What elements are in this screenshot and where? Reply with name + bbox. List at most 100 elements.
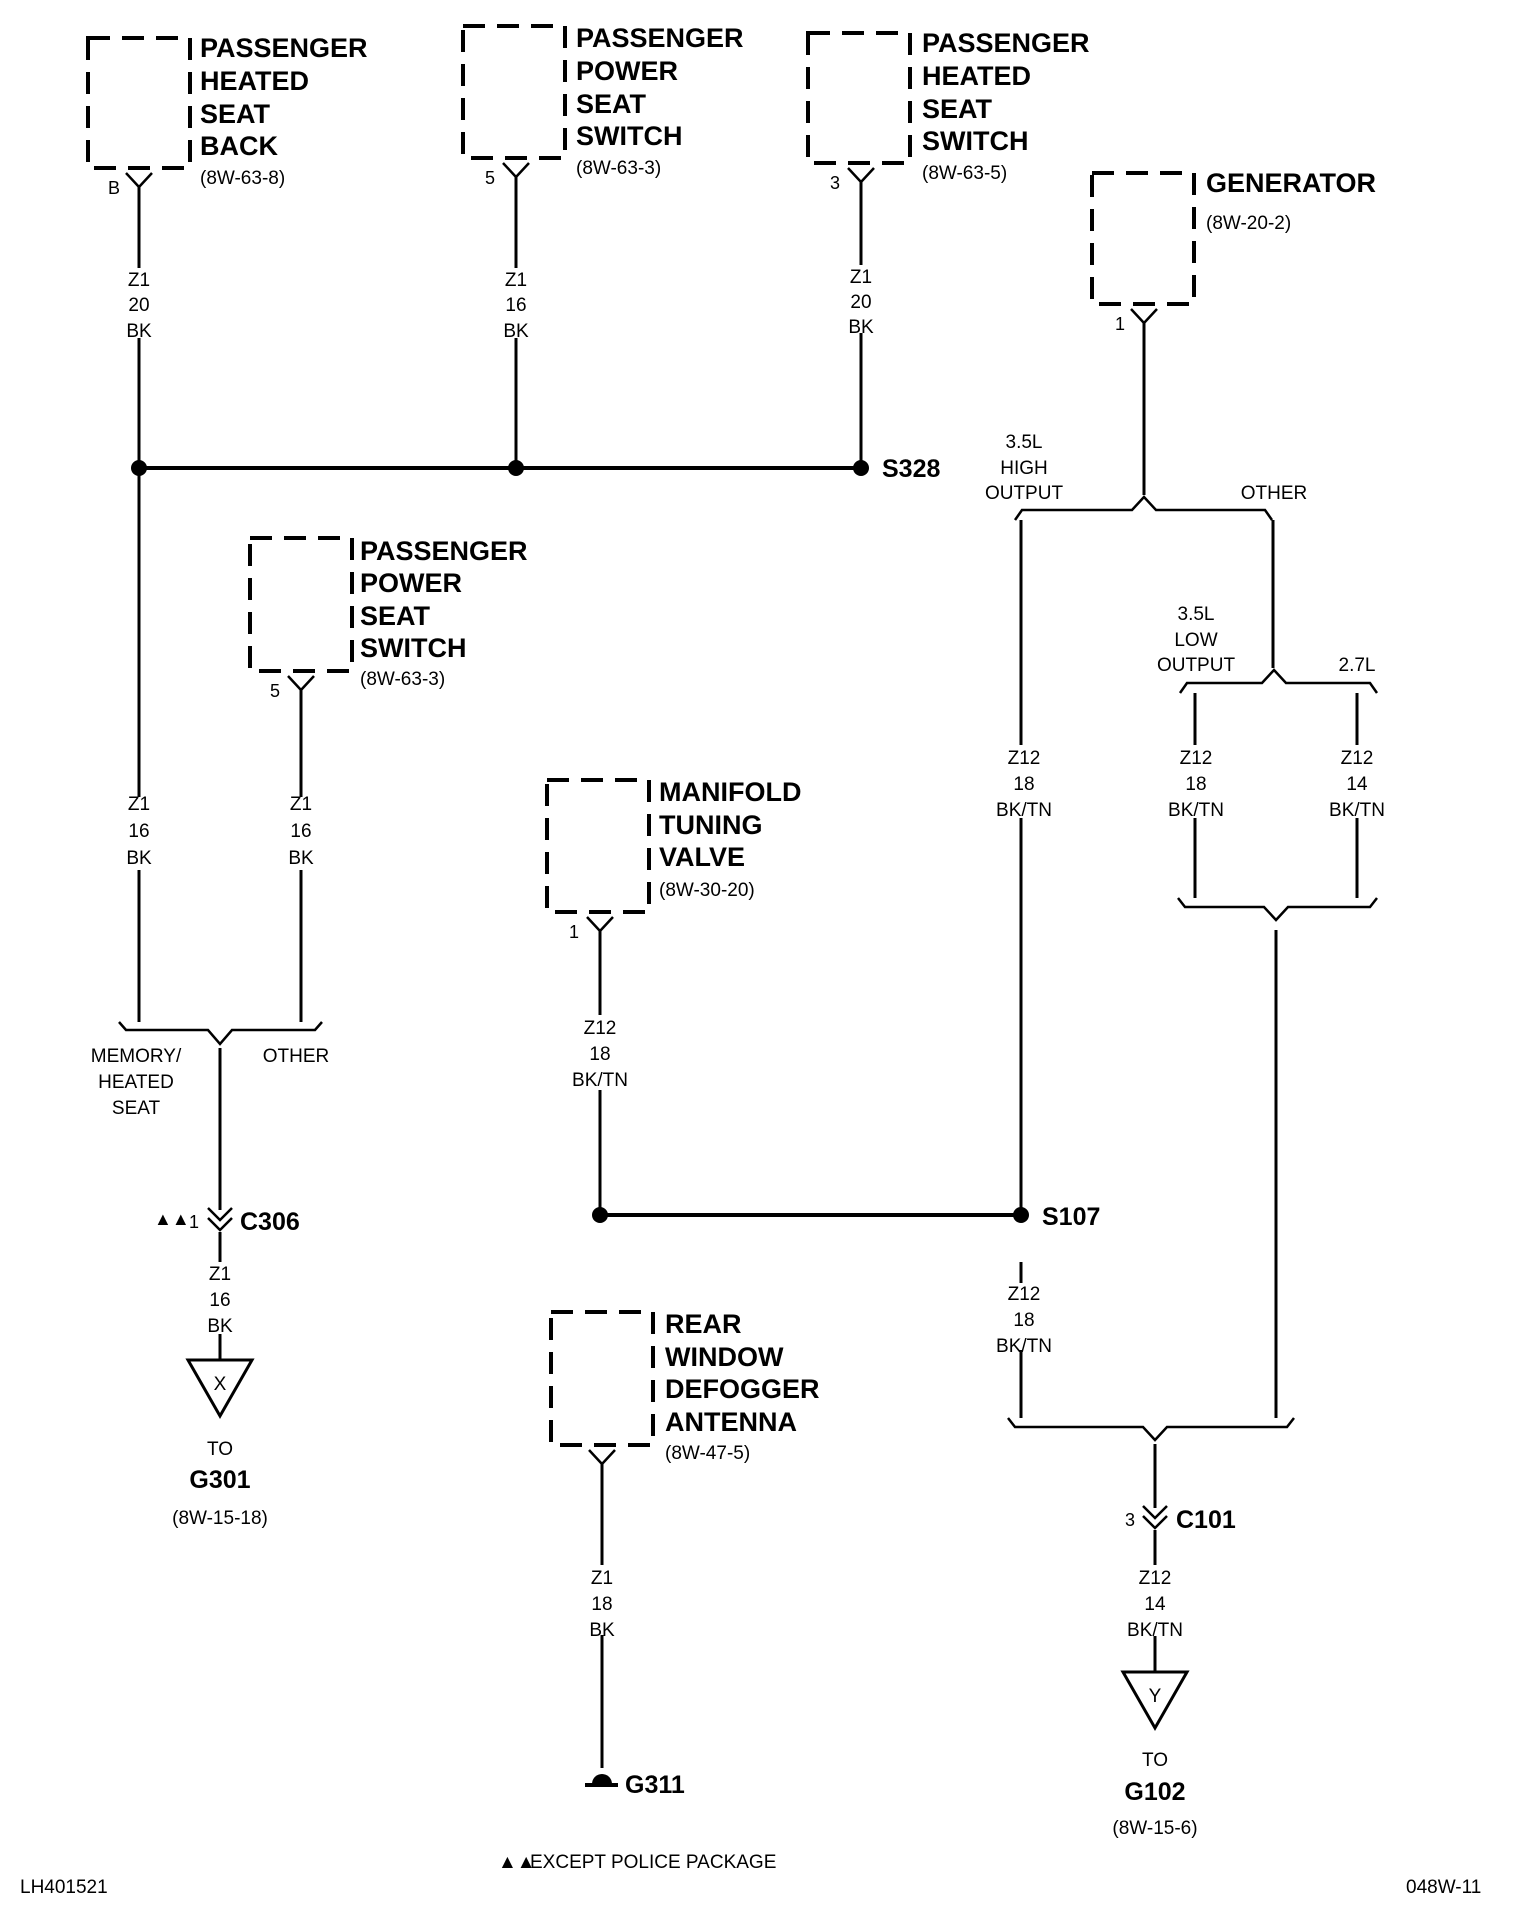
- g102-letter: Y: [1149, 1686, 1162, 1707]
- c101-label: C101: [1176, 1506, 1236, 1534]
- generator-pin: 1: [1115, 314, 1125, 334]
- heated-switch-name-3: SEAT: [922, 94, 993, 124]
- wire-code: BK: [126, 321, 152, 342]
- manifold-name-2: TUNING: [659, 810, 763, 840]
- power-seat-lower-name-1: PASSENGER: [360, 536, 528, 566]
- power-seat-top-pin: 5: [485, 168, 495, 188]
- wire-code: BK/TN: [1168, 800, 1224, 821]
- wire-code: BK/TN: [1127, 1620, 1183, 1641]
- footer-note: EXCEPT POLICE PACKAGE: [530, 1852, 776, 1873]
- manifold-name-1: MANIFOLD: [659, 777, 801, 807]
- wire-code: 18: [591, 1594, 612, 1615]
- wire-code: 20: [128, 295, 149, 316]
- heated-switch-name-1: PASSENGER: [922, 28, 1090, 58]
- power-seat-lower-name-2: POWER: [360, 568, 462, 598]
- heated-switch-name-4: SWITCH: [922, 126, 1028, 156]
- wire-code-labels: Z1 20 BK Z1 16 BK Z1 20 BK Z1 16 BK Z1 1…: [126, 267, 1385, 1641]
- wire-code: BK/TN: [996, 1336, 1052, 1357]
- seat-back-name-3: SEAT: [200, 99, 271, 129]
- c101-pin: 3: [1125, 1510, 1135, 1530]
- power-seat-top-name-4: SWITCH: [576, 121, 682, 151]
- wire-code: Z1: [128, 794, 150, 815]
- wire-code: BK: [503, 321, 529, 342]
- wire-code: 18: [1185, 774, 1206, 795]
- power-seat-switch-top-box: [461, 24, 567, 160]
- splice-dot-icon: [131, 460, 1029, 1223]
- wire-code: 14: [1346, 774, 1368, 795]
- wire-code: 16: [128, 821, 149, 842]
- diagram-code-left: LH401521: [20, 1877, 108, 1898]
- diagram-code-right: 048W-11: [1406, 1877, 1481, 1898]
- c306-note-mark: ▲▲: [154, 1209, 190, 1229]
- wire-code: 18: [1013, 1310, 1034, 1331]
- wire-code: Z1: [290, 794, 312, 815]
- s107-label: S107: [1042, 1203, 1100, 1231]
- other-right-label: OTHER: [1241, 483, 1308, 504]
- g311-label: G311: [625, 1771, 685, 1799]
- wire-code: Z12: [1008, 748, 1041, 769]
- wire-code: Z12: [1008, 1284, 1041, 1305]
- wire-code: Z1: [505, 270, 527, 291]
- wire-code: 16: [209, 1290, 230, 1311]
- defogger-name-3: DEFOGGER: [665, 1374, 820, 1404]
- g301-label: G301: [189, 1466, 250, 1494]
- heated-seat-switch-box: [806, 31, 912, 165]
- seat-back-name-2: HEATED: [200, 66, 309, 96]
- g102-label: G102: [1124, 1778, 1185, 1806]
- high-output-label-1: 3.5L: [1006, 432, 1043, 453]
- high-output-label-3: OUTPUT: [985, 483, 1064, 504]
- power-seat-top-name-3: SEAT: [576, 89, 647, 119]
- wire-code: Z1: [209, 1264, 231, 1285]
- generator-ref: (8W-20-2): [1206, 213, 1291, 234]
- memory-heated-seat-label-3: SEAT: [112, 1098, 161, 1119]
- wire-code: Z12: [1180, 748, 1213, 769]
- power-seat-top-name-1: PASSENGER: [576, 23, 744, 53]
- power-seat-lower-name-4: SWITCH: [360, 633, 466, 663]
- low-output-label-3: OUTPUT: [1157, 655, 1236, 676]
- low-output-label-2: LOW: [1174, 630, 1217, 651]
- g301-letter: X: [214, 1374, 227, 1395]
- c306-pin: 1: [189, 1212, 199, 1232]
- manifold-name-3: VALVE: [659, 842, 745, 872]
- defogger-name-2: WINDOW: [665, 1342, 784, 1372]
- wire-code: BK: [589, 1620, 615, 1641]
- wire-code: Z1: [128, 270, 150, 291]
- seat-back-name-4: BACK: [200, 131, 278, 161]
- wire-code: BK: [288, 848, 314, 869]
- footer-note-mark: ▲▲: [498, 1852, 536, 1873]
- seat-back-name-1: PASSENGER: [200, 33, 368, 63]
- wire-code: 16: [290, 821, 311, 842]
- two-seven-label: 2.7L: [1339, 655, 1376, 676]
- power-seat-lower-pin: 5: [270, 681, 280, 701]
- generator-name: GENERATOR: [1206, 168, 1376, 198]
- defogger-ref: (8W-47-5): [665, 1443, 750, 1464]
- option-bracket-icon: [118, 495, 1379, 1442]
- wire-code: BK: [207, 1316, 233, 1337]
- wire-code: Z12: [584, 1018, 617, 1039]
- wire-code: BK/TN: [996, 800, 1052, 821]
- heated-switch-name-2: HEATED: [922, 61, 1031, 91]
- seat-back-box: [86, 36, 192, 170]
- generator-box: [1090, 171, 1196, 306]
- low-output-label-1: 3.5L: [1178, 604, 1215, 625]
- defogger-name-1: REAR: [665, 1309, 742, 1339]
- wire-code: Z12: [1341, 748, 1374, 769]
- manifold-ref: (8W-30-20): [659, 880, 755, 901]
- wire-code: 18: [1013, 774, 1034, 795]
- g301-to: TO: [207, 1439, 233, 1460]
- g301-ref: (8W-15-18): [172, 1508, 268, 1529]
- wire-code: Z1: [850, 267, 872, 288]
- defogger-name-4: ANTENNA: [665, 1407, 797, 1437]
- wire-code: BK: [848, 317, 874, 338]
- wire-code: 16: [505, 295, 526, 316]
- wire-code: BK/TN: [572, 1070, 628, 1091]
- g102-ref: (8W-15-6): [1112, 1818, 1197, 1839]
- manifold-tuning-valve-box: [545, 778, 651, 914]
- wire-code: 14: [1144, 1594, 1166, 1615]
- eyelet-ground-icon: [585, 1774, 618, 1787]
- ground-triangle-icon: [185, 1358, 1190, 1732]
- power-seat-top-name-2: POWER: [576, 56, 678, 86]
- wire-code: Z12: [1139, 1568, 1172, 1589]
- other-left-label: OTHER: [263, 1046, 330, 1067]
